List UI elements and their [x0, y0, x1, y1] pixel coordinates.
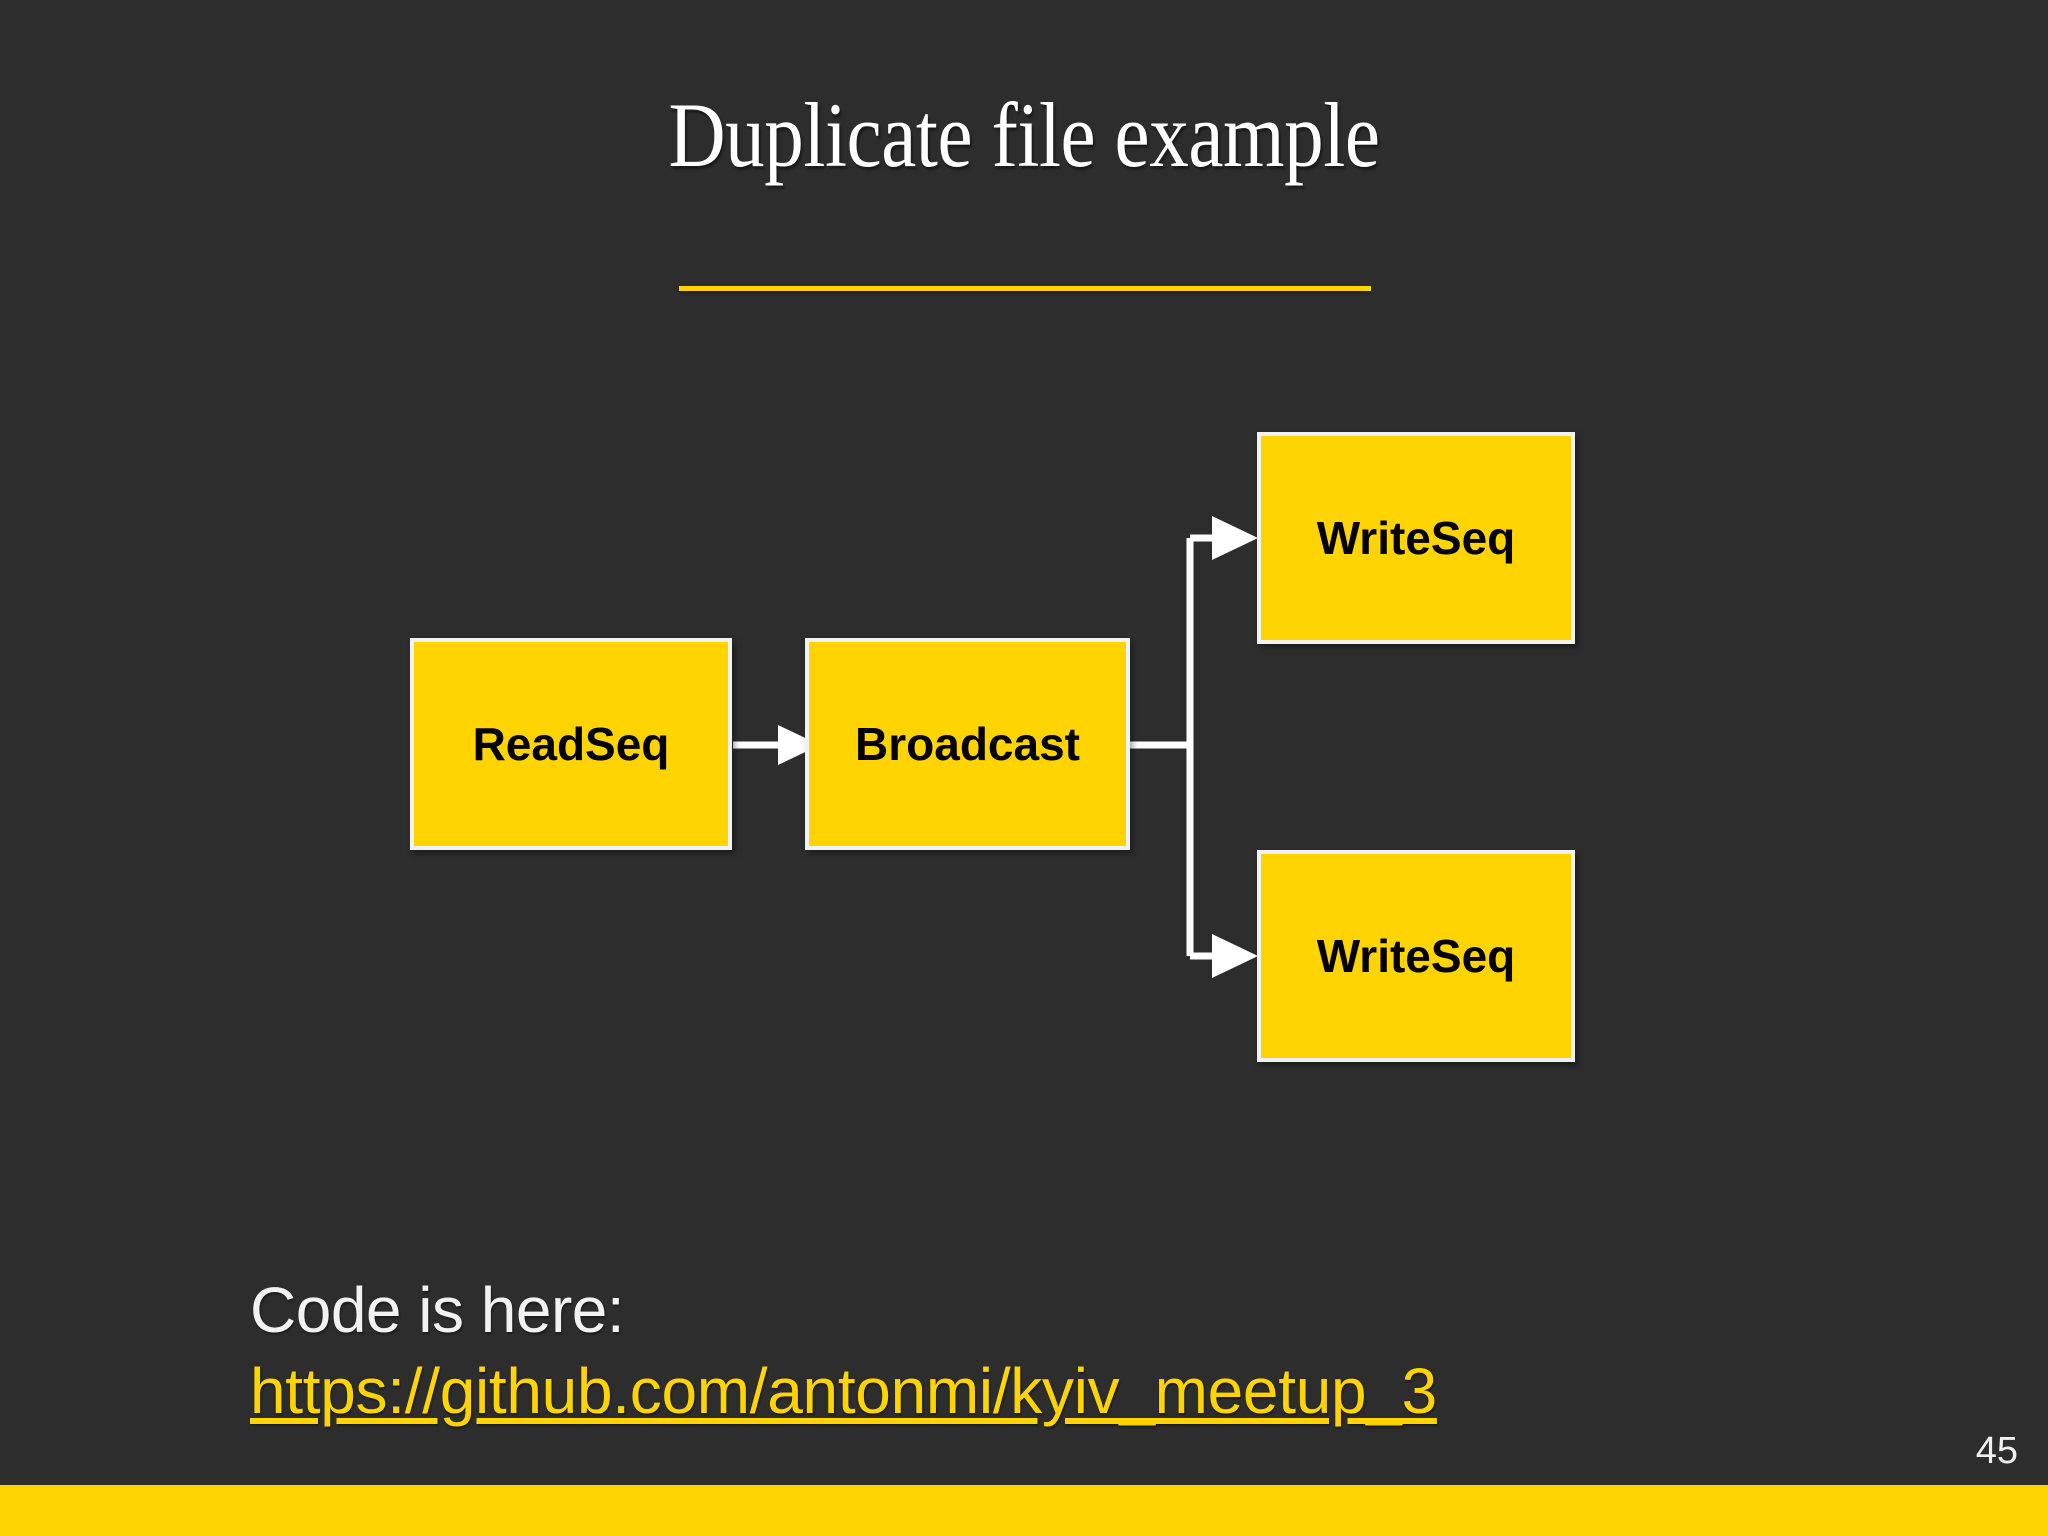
node-writeseq-bottom: WriteSeq — [1257, 850, 1575, 1062]
node-writeseq-top: WriteSeq — [1257, 432, 1575, 644]
page-number: 45 — [1975, 1430, 2018, 1472]
node-broadcast: Broadcast — [805, 638, 1130, 850]
node-label-broadcast: Broadcast — [855, 718, 1080, 770]
node-label-readseq: ReadSeq — [472, 718, 670, 770]
node-label-writeseq-bottom: WriteSeq — [1316, 930, 1516, 982]
footer-text-block: Code is here: https://github.com/antonmi… — [250, 1270, 1750, 1432]
code-here-label: Code is here: — [250, 1274, 625, 1346]
code-repository-link[interactable]: https://github.com/antonmi/kyiv_meetup_3 — [250, 1355, 1437, 1427]
title-divider — [679, 286, 1371, 291]
bottom-accent-bar — [0, 1485, 2048, 1536]
node-readseq: ReadSeq — [410, 638, 732, 850]
node-label-writeseq-top: WriteSeq — [1316, 512, 1516, 564]
page-title: Duplicate file example — [668, 84, 1380, 186]
